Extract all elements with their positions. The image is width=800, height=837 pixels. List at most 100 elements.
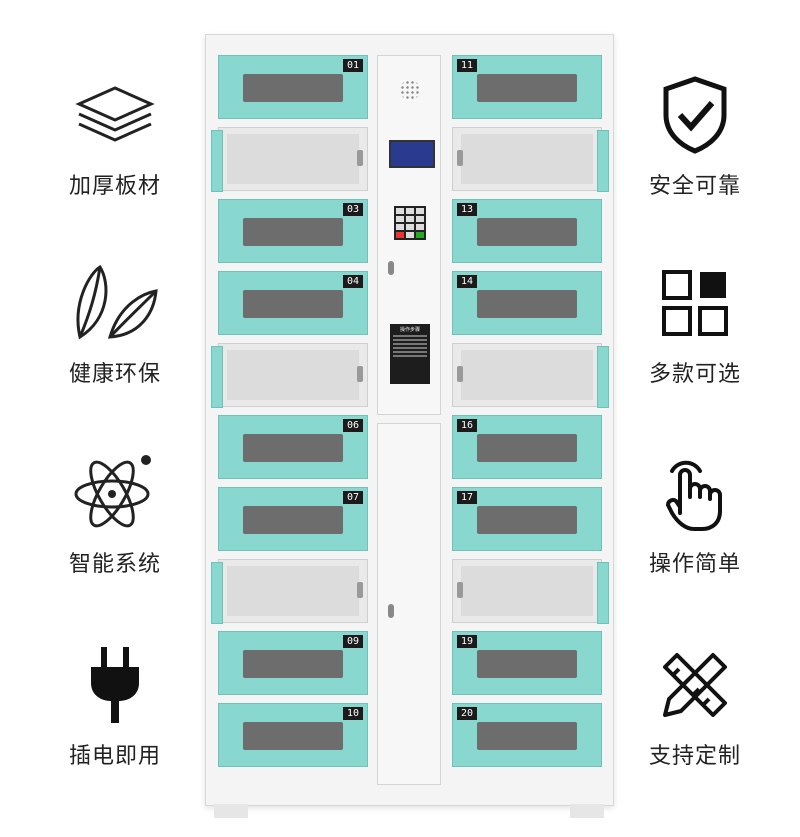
feature-label: 多款可选: [648, 362, 741, 387]
open-door-flap: [597, 130, 609, 192]
open-compartment[interactable]: [211, 559, 368, 624]
window: [477, 722, 577, 750]
layers-icon: [70, 70, 160, 160]
door-number: 01: [342, 59, 363, 72]
window: [243, 218, 343, 246]
lock-latch: [357, 150, 363, 166]
window: [243, 650, 343, 678]
door-number: 06: [342, 419, 363, 432]
control-panel-bottom: [377, 423, 441, 785]
window: [243, 434, 343, 462]
compartment-back: [227, 566, 359, 616]
open-door-flap: [211, 130, 223, 192]
door-number: 07: [342, 491, 363, 504]
window: [477, 650, 577, 678]
leaves-icon: [70, 258, 160, 348]
operation-guide-panel: 操作步骤: [390, 324, 430, 384]
locker-door[interactable]: 14: [452, 271, 602, 335]
compartment-back: [461, 566, 593, 616]
compartment-back: [461, 134, 593, 184]
door-number: 19: [457, 635, 478, 648]
feature-plug-and-play: 插电即用: [40, 640, 190, 770]
feature-smart-system: 智能系统: [40, 448, 190, 578]
plug-icon: [70, 640, 160, 730]
open-door-flap: [211, 562, 223, 624]
locker-door[interactable]: 13: [452, 199, 602, 263]
feature-safe: 安全可靠: [620, 70, 770, 200]
door-number: 16: [457, 419, 478, 432]
open-compartment[interactable]: [452, 343, 609, 408]
door-number: 14: [457, 275, 478, 288]
door-number: 09: [342, 635, 363, 648]
shield-check-icon: [650, 70, 740, 160]
atom-icon: [70, 448, 160, 538]
compartment-back: [461, 350, 593, 400]
open-compartment[interactable]: [452, 559, 609, 624]
window: [243, 506, 343, 534]
feature-label: 加厚板材: [68, 174, 161, 199]
door-number: 03: [342, 203, 363, 216]
compartment-back: [227, 134, 359, 184]
open-compartment[interactable]: [211, 127, 368, 192]
feature-label: 安全可靠: [648, 174, 741, 199]
locker-door[interactable]: 01: [218, 55, 368, 119]
feature-label: 支持定制: [648, 744, 741, 769]
lcd-screen: [389, 140, 435, 168]
locker-door[interactable]: 20: [452, 703, 602, 767]
compartment-back: [227, 350, 359, 400]
locker-door[interactable]: 19: [452, 631, 602, 695]
feature-label: 健康环保: [68, 362, 161, 387]
cabinet-foot: [570, 804, 604, 818]
cabinet-foot: [214, 804, 248, 818]
feature-easy-operation: 操作简单: [620, 448, 770, 578]
feature-label: 操作简单: [648, 552, 741, 577]
locker-door[interactable]: 11: [452, 55, 602, 119]
pencil-ruler-icon: [650, 640, 740, 730]
feature-customizable: 支持定制: [620, 640, 770, 770]
open-door-flap: [211, 346, 223, 408]
window: [243, 722, 343, 750]
control-panel-top: 操作步骤: [377, 55, 441, 415]
open-door-flap: [597, 562, 609, 624]
window: [477, 218, 577, 246]
charging-locker-cabinet: 01 03 04 06 07 09 10 操作步骤: [205, 34, 614, 806]
open-compartment[interactable]: [211, 343, 368, 408]
door-number: 20: [457, 707, 478, 720]
touch-hand-icon: [650, 448, 740, 538]
window: [477, 506, 577, 534]
keypad[interactable]: [394, 206, 426, 240]
open-compartment[interactable]: [452, 127, 609, 192]
lock-latch: [457, 150, 463, 166]
door-number: 13: [457, 203, 478, 216]
locker-door[interactable]: 06: [218, 415, 368, 479]
feature-options: 多款可选: [620, 258, 770, 388]
control-column: 操作步骤: [377, 55, 441, 795]
locker-door[interactable]: 04: [218, 271, 368, 335]
window: [243, 74, 343, 102]
feature-eco: 健康环保: [40, 258, 190, 388]
window: [477, 74, 577, 102]
locker-door[interactable]: 16: [452, 415, 602, 479]
locker-door[interactable]: 09: [218, 631, 368, 695]
keyhole[interactable]: [388, 261, 394, 275]
locker-door[interactable]: 07: [218, 487, 368, 551]
window: [243, 290, 343, 318]
speaker-grille: [400, 80, 420, 100]
lock-latch: [357, 582, 363, 598]
door-number: 11: [457, 59, 478, 72]
feature-label: 智能系统: [68, 552, 161, 577]
grid-squares-icon: [650, 258, 740, 348]
open-door-flap: [597, 346, 609, 408]
locker-door[interactable]: 03: [218, 199, 368, 263]
window: [477, 290, 577, 318]
lock-latch: [357, 366, 363, 382]
keyhole[interactable]: [388, 604, 394, 618]
window: [477, 434, 577, 462]
lock-latch: [457, 582, 463, 598]
door-number: 17: [457, 491, 478, 504]
locker-door[interactable]: 10: [218, 703, 368, 767]
door-number: 10: [342, 707, 363, 720]
locker-door[interactable]: 17: [452, 487, 602, 551]
guide-title: 操作步骤: [399, 327, 420, 333]
feature-thick-board: 加厚板材: [40, 70, 190, 200]
